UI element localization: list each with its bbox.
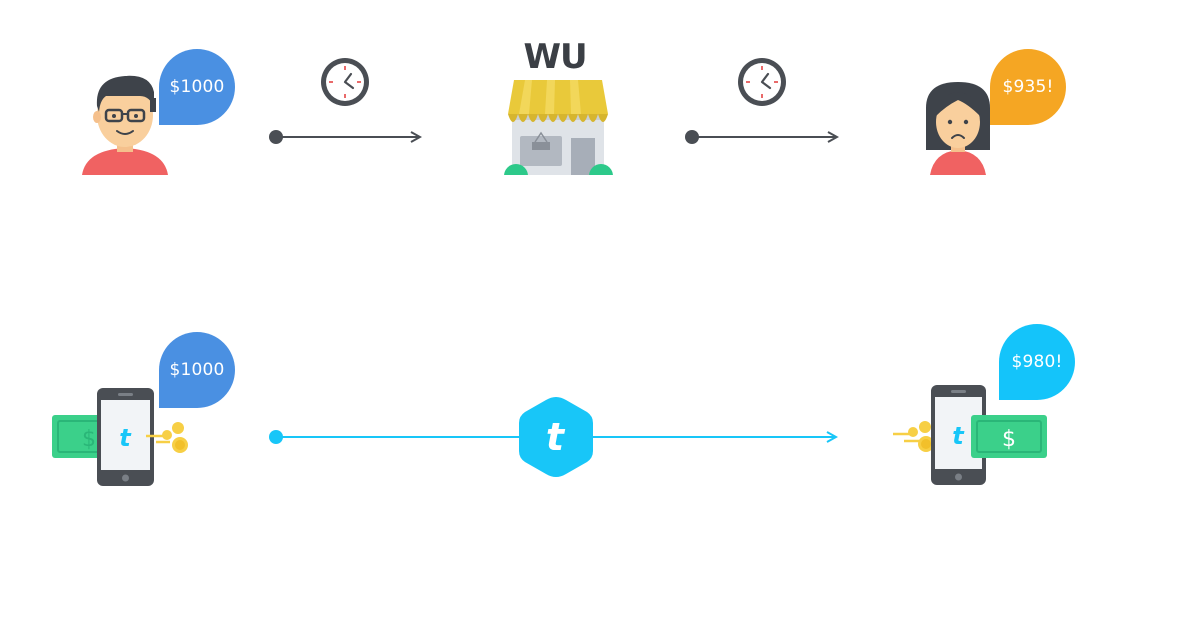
recipient-amount-bubble	[990, 49, 1066, 125]
sender-app-amount-bubble	[159, 332, 235, 408]
app-logo-icon: t	[519, 397, 593, 477]
coins-icon	[893, 421, 934, 452]
recipient-app-amount-bubble	[999, 324, 1075, 400]
sender-avatar-icon	[82, 75, 168, 175]
svg-text:t: t	[546, 415, 566, 459]
sender-amount-text: $1000	[169, 77, 225, 97]
arrow-agent-to-recipient	[685, 130, 837, 144]
clock-icon	[321, 58, 369, 106]
recipient-amount-text: $935!	[1002, 77, 1054, 97]
recipient-app-amount-text: $980!	[1011, 352, 1063, 372]
svg-text:t: t	[952, 422, 965, 450]
svg-text:$: $	[82, 427, 96, 452]
sender-amount-bubble	[159, 49, 235, 125]
coins-icon	[146, 422, 188, 453]
svg-text:$: $	[1002, 427, 1016, 452]
sender-app-amount-text: $1000	[169, 360, 225, 380]
storefront-icon	[504, 80, 613, 175]
provider-logo-text: WU	[523, 37, 586, 77]
recipient-avatar-icon	[926, 82, 990, 175]
arrow-sender-to-agent	[269, 130, 420, 144]
clock-icon	[738, 58, 786, 106]
smartphone-icon: t	[97, 388, 154, 486]
svg-text:t: t	[119, 424, 132, 452]
cash-bill-icon: $	[971, 415, 1047, 458]
